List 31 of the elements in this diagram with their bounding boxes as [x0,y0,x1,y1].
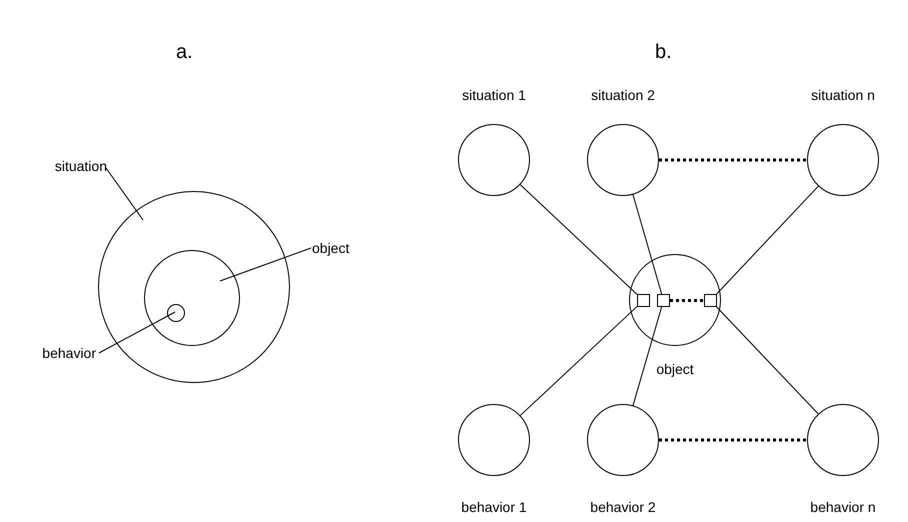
callout-label: situation [45,157,107,175]
node-label: behavior 1 [461,498,527,516]
node-label: situation n [811,86,875,104]
callout-label: behavior [36,344,96,362]
panel-label: b. [655,40,672,64]
node-label: object [656,360,694,378]
port-square [704,294,717,307]
callout-label: object [312,239,368,257]
dotted-line [659,438,807,442]
circle-region [167,304,185,322]
node-label: behavior n [810,498,876,516]
leader-line [220,248,312,282]
circle-region [98,191,290,383]
node-label: behavior 2 [590,498,656,516]
circle-node [629,254,721,378]
port-square [637,294,650,307]
dotted-line [659,158,807,162]
connector-line [520,306,638,416]
dotted-line [670,299,704,302]
circle-region [144,250,240,346]
connector-line [632,194,662,294]
connector-line [632,306,662,406]
leader-line [98,312,176,354]
connector-line [716,306,819,414]
node-label: situation 1 [462,86,526,104]
port-square [657,294,670,307]
node-label: situation 2 [591,86,655,104]
connector-line [520,184,638,295]
leader-line [106,168,144,220]
connector-line [716,186,819,294]
panel-label: a. [176,40,193,64]
